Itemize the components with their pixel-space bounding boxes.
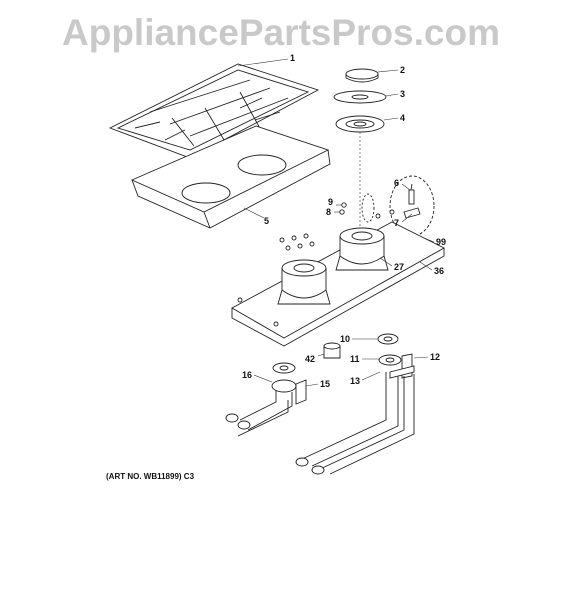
callout-27: 27 — [394, 262, 404, 272]
callout-8: 8 — [326, 207, 331, 217]
gasket-left[interactable] — [272, 362, 296, 374]
callout-7: 7 — [394, 218, 399, 228]
grate[interactable] — [108, 63, 320, 159]
igniter-electrode[interactable] — [408, 183, 415, 205]
callout-10: 10 — [340, 334, 350, 344]
callout-15: 15 — [320, 379, 330, 389]
callout-13: 13 — [350, 376, 360, 386]
venturi-tube-right[interactable] — [295, 353, 415, 475]
callout-16: 16 — [242, 370, 252, 380]
callout-9: 9 — [328, 197, 333, 207]
watermark-logo: AppliancePartsPros.com — [62, 12, 500, 53]
gasket-10[interactable] — [377, 333, 399, 345]
callout-labels: 1 2 3 4 5 6 7 8 9 99 27 36 10 42 11 12 1… — [242, 53, 446, 389]
burner-base[interactable] — [335, 115, 385, 133]
callout-36: 36 — [434, 266, 444, 276]
burner-cap[interactable] — [345, 68, 379, 83]
screw-set[interactable] — [279, 202, 395, 251]
burner-box-plate[interactable] — [231, 221, 445, 347]
callout-4: 4 — [400, 113, 405, 123]
callout-11: 11 — [350, 354, 360, 364]
art-number-note: (ART NO. WB11899) C3 — [106, 472, 195, 481]
igniter-clip[interactable] — [403, 207, 421, 219]
drip-tray[interactable] — [130, 125, 331, 229]
callout-6: 6 — [394, 178, 399, 188]
callout-3: 3 — [400, 89, 405, 99]
callout-99: 99 — [436, 237, 446, 247]
callout-1: 1 — [290, 53, 295, 63]
callout-5: 5 — [264, 216, 269, 226]
burner-head[interactable] — [333, 90, 387, 104]
leader-lines — [237, 58, 435, 387]
electrode-detail-circle — [361, 193, 375, 223]
venturi-tube-left[interactable] — [225, 379, 307, 437]
gasket-11[interactable] — [378, 354, 402, 366]
orifice-cup-42[interactable] — [323, 342, 341, 359]
callout-12: 12 — [430, 352, 440, 362]
callout-42: 42 — [305, 354, 315, 364]
callout-2: 2 — [400, 65, 405, 75]
